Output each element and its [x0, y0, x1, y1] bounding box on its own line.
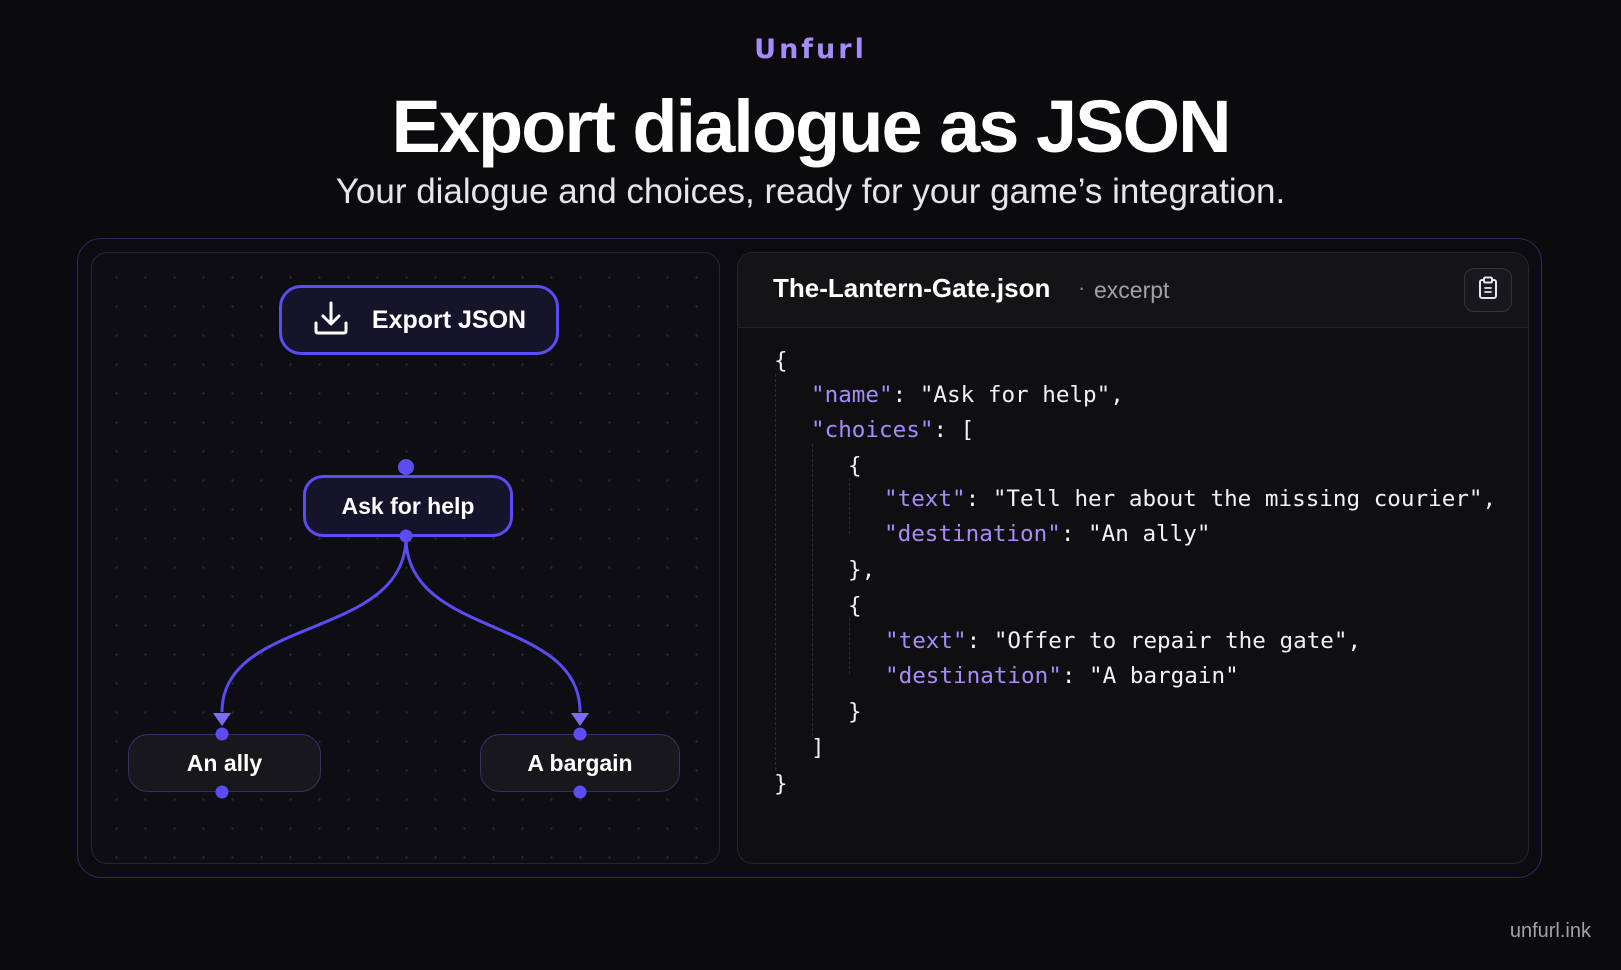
port-ask-input — [398, 459, 414, 475]
code-line: "choices": [ — [811, 417, 975, 443]
node-label: Ask for help — [341, 492, 475, 519]
port-ask-output — [399, 529, 413, 543]
code-line: "text": "Offer to repair the gate", — [885, 628, 1362, 654]
dialogue-node-an-ally[interactable]: An ally — [128, 734, 321, 792]
indent-guide — [849, 478, 850, 534]
code-line: "destination": "An ally" — [884, 521, 1211, 547]
port-ally-input — [215, 727, 229, 741]
port-ally-output — [215, 785, 229, 799]
page-title: Export dialogue as JSON — [391, 85, 1231, 168]
port-bargain-output — [573, 785, 587, 799]
footer-url[interactable]: unfurl.ink — [1509, 920, 1591, 942]
code-line: { — [848, 453, 862, 479]
code-line: "destination": "A bargain" — [885, 663, 1239, 689]
header-separator: · — [1078, 275, 1086, 300]
indent-guide — [775, 374, 776, 770]
indent-guide — [849, 618, 850, 674]
code-line: ] — [811, 735, 825, 761]
code-line: { — [774, 348, 788, 374]
node-label: A bargain — [527, 749, 633, 776]
port-bargain-input — [573, 727, 587, 741]
indent-guide — [812, 444, 813, 736]
code-line: "text": "Tell her about the missing cour… — [884, 486, 1497, 512]
file-name: The-Lantern-Gate.json — [773, 273, 1051, 303]
edge-arrowhead-bargain — [571, 713, 589, 726]
copy-button[interactable] — [1464, 268, 1512, 312]
edge-arrowhead-ally — [213, 713, 231, 726]
clipboard-icon — [1477, 276, 1499, 305]
export-json-button[interactable]: Export JSON — [279, 285, 559, 355]
dialogue-node-a-bargain[interactable]: A bargain — [480, 734, 680, 792]
brand-name: Unfurl — [754, 34, 867, 65]
json-code-panel: The-Lantern-Gate.json · excerpt { "name"… — [737, 252, 1529, 864]
download-icon — [312, 299, 350, 342]
code-line: } — [774, 771, 788, 797]
code-line: { — [848, 593, 862, 619]
edge-ask-to-ally — [220, 536, 408, 713]
code-line: "name": "Ask for help", — [811, 382, 1124, 408]
export-json-label: Export JSON — [371, 305, 527, 334]
code-line: }, — [848, 557, 876, 583]
code-panel-header: The-Lantern-Gate.json · excerpt — [738, 253, 1528, 328]
page-subtitle: Your dialogue and choices, ready for you… — [335, 172, 1286, 211]
node-label: An ally — [186, 749, 263, 776]
code-line: } — [848, 699, 862, 725]
edge-ask-to-bargain — [404, 536, 582, 713]
excerpt-label: excerpt — [1094, 277, 1170, 303]
